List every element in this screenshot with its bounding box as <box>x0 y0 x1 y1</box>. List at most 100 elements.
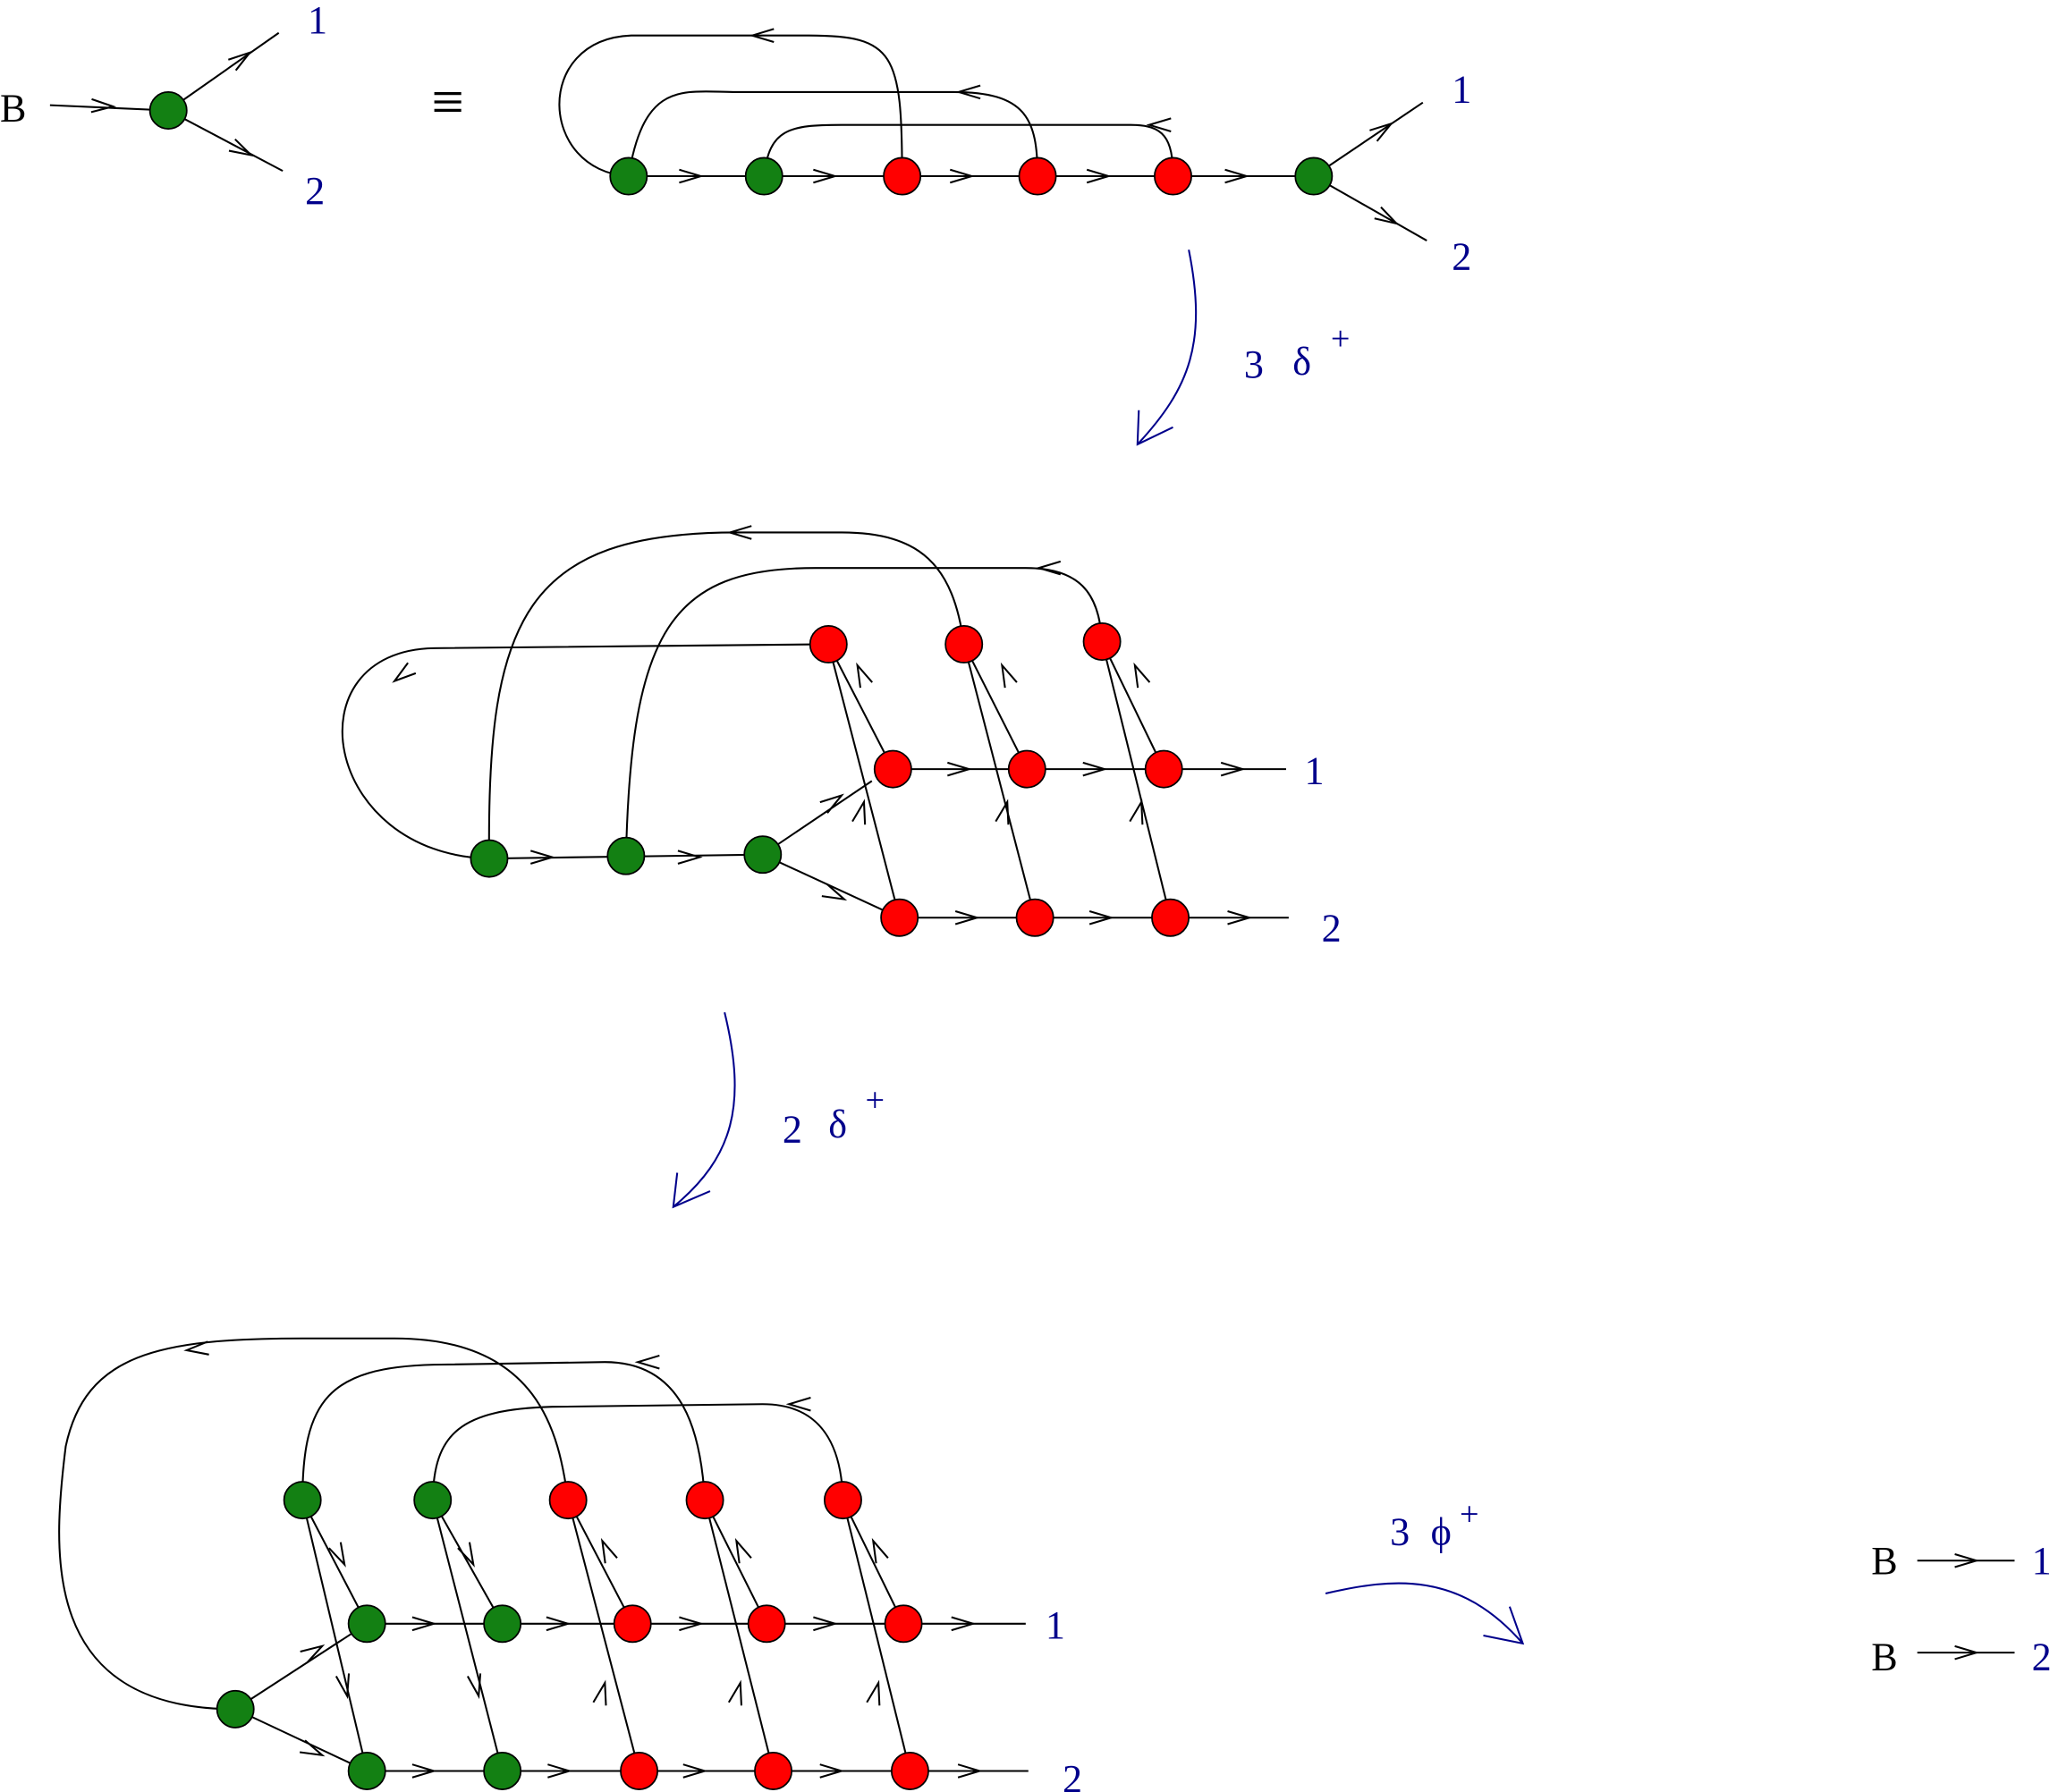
arrowhead <box>411 1763 437 1779</box>
arrowhead <box>957 1763 983 1779</box>
edge-line <box>1101 641 1165 770</box>
red-node <box>890 1752 929 1790</box>
green-node <box>148 91 188 130</box>
arrowhead <box>547 1763 573 1779</box>
label-out-2: 2 <box>2032 1635 2052 1678</box>
arrowhead <box>90 97 117 114</box>
edge-line <box>567 1500 640 1771</box>
step-arrows <box>672 249 1525 1645</box>
arrowhead <box>679 1616 705 1632</box>
edge-line <box>234 1622 368 1711</box>
step1-plus: + <box>1331 320 1351 358</box>
green-node <box>1294 156 1334 196</box>
step2-operator: δ <box>828 1103 847 1146</box>
arrowhead <box>183 1340 209 1356</box>
edge-line <box>842 1500 911 1771</box>
step1-arrow <box>1137 249 1198 445</box>
red-node <box>873 749 912 789</box>
edge-curve <box>301 1361 707 1500</box>
red-node <box>1144 749 1183 789</box>
label-out-1: 1 <box>1452 68 1471 112</box>
arrowhead <box>1369 122 1394 142</box>
red-node <box>1007 749 1046 789</box>
arrowhead <box>228 138 254 157</box>
label-out-1: 1 <box>308 0 327 42</box>
arrowhead <box>682 1763 708 1779</box>
green-node <box>483 1604 522 1644</box>
label-b: B <box>1871 1539 1897 1583</box>
step2-coefficient: 2 <box>783 1108 802 1152</box>
arrowhead <box>546 1616 572 1632</box>
arrowhead <box>954 909 981 926</box>
step1-operator: δ <box>1292 340 1311 384</box>
edge-line <box>1101 641 1172 918</box>
arrowhead <box>1088 909 1114 926</box>
red-node <box>754 1752 792 1790</box>
arrowhead <box>734 1537 752 1564</box>
equiv-symbol: ≡ <box>431 69 463 133</box>
edges <box>49 31 2015 1772</box>
nodes <box>148 91 1334 1790</box>
step1-coefficient: 3 <box>1244 342 1264 386</box>
edge-line <box>431 1500 504 1771</box>
arrowhead <box>679 168 705 184</box>
arrowhead <box>1133 662 1151 689</box>
arrowhead <box>995 799 1010 825</box>
arrowhead <box>727 1679 742 1706</box>
arrowhead <box>813 1616 839 1632</box>
label-b: B <box>1871 1635 1897 1678</box>
arrowhead <box>1146 117 1172 132</box>
arrowhead <box>819 793 844 814</box>
edge-line <box>962 643 1029 770</box>
red-node <box>613 1604 652 1644</box>
arrowhead <box>392 662 417 683</box>
arrowhead <box>677 850 703 865</box>
edge-line <box>827 644 901 918</box>
red-node <box>1082 622 1122 661</box>
arrowhead <box>600 1537 618 1564</box>
green-node <box>216 1689 255 1729</box>
edge-line <box>431 1500 504 1625</box>
label-out-2: 2 <box>305 169 325 213</box>
step3-coefficient: 3 <box>1390 1510 1410 1554</box>
step3-arrowhead <box>1483 1606 1525 1645</box>
arrowhead <box>1082 761 1108 777</box>
arrowhead <box>866 1679 881 1706</box>
edge-line <box>704 1500 775 1771</box>
label-out-1: 1 <box>2032 1539 2052 1583</box>
edge-curve <box>558 34 903 178</box>
arrowhead <box>529 850 556 865</box>
arrowhead <box>466 1673 482 1700</box>
arrowhead <box>1086 168 1113 184</box>
label-out-2: 2 <box>1322 907 1342 951</box>
edge-line <box>962 644 1037 918</box>
edge-line <box>301 1500 368 1625</box>
red-node <box>884 1604 923 1644</box>
arrowhead <box>819 1763 845 1779</box>
red-node <box>1154 156 1192 196</box>
green-node <box>347 1752 386 1790</box>
arrowhead <box>1954 1552 1980 1568</box>
edge-line <box>762 853 901 919</box>
edge-line <box>1313 175 1427 241</box>
arrowhead <box>1035 560 1062 576</box>
red-node <box>1018 156 1057 196</box>
arrowhead <box>749 28 775 43</box>
arrowhead <box>813 168 839 184</box>
label-out-2: 2 <box>1452 234 1471 278</box>
red-node <box>880 898 919 937</box>
arrowhead <box>1374 206 1400 225</box>
arrowhead <box>1954 1644 1980 1661</box>
green-node <box>470 839 509 878</box>
arrowhead <box>1220 761 1247 777</box>
arrowhead <box>1000 662 1018 689</box>
edge-line <box>234 1708 368 1772</box>
red-node <box>883 156 922 196</box>
step3-operator: ϕ <box>1431 1510 1452 1554</box>
red-node <box>1015 898 1054 937</box>
green-node <box>283 1481 322 1520</box>
edge-curve <box>58 1337 570 1711</box>
edge-line <box>167 109 284 173</box>
